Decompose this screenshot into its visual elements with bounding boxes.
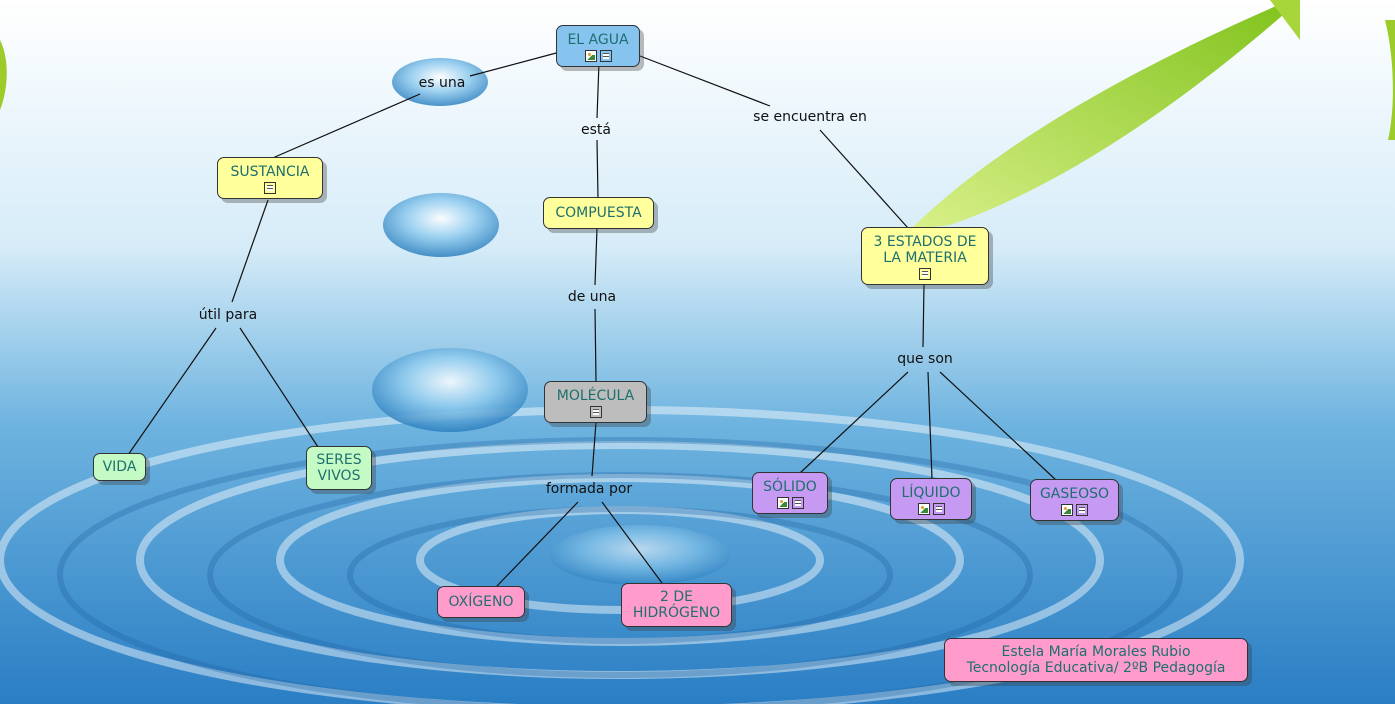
author-course: Tecnología Educativa/ 2ºB Pedagogía: [966, 660, 1226, 676]
note-icon[interactable]: [599, 50, 612, 62]
concept-gaseoso[interactable]: GASEOSO: [1030, 479, 1119, 521]
concept-sustancia[interactable]: SUSTANCIA: [217, 157, 323, 199]
note-icon[interactable]: [932, 503, 945, 515]
concept-label: SERES VIVOS: [316, 452, 362, 484]
link-line: [591, 421, 597, 477]
concept-label: SÓLIDO: [763, 479, 817, 495]
concept-label: COMPUESTA: [555, 205, 642, 221]
note-icon[interactable]: [589, 406, 602, 418]
link-line: [922, 283, 925, 348]
link-line: [267, 93, 421, 161]
image-icon[interactable]: [776, 497, 789, 509]
link-line: [239, 327, 319, 448]
link-label-util-para: útil para: [198, 307, 258, 323]
concept-solido[interactable]: SÓLIDO: [752, 472, 828, 514]
concept-label: SUSTANCIA: [230, 164, 310, 180]
concept-label: LÍQUIDO: [901, 485, 961, 501]
concept-molecula[interactable]: MOLÉCULA: [544, 381, 647, 423]
note-icon[interactable]: [791, 497, 804, 509]
note-icon[interactable]: [919, 268, 931, 280]
link-line: [496, 501, 579, 587]
author-credit-box: Estela María Morales Rubio Tecnología Ed…: [944, 638, 1248, 682]
concept-compuesta[interactable]: COMPUESTA: [543, 197, 654, 229]
link-line: [639, 55, 771, 107]
link-line: [799, 371, 909, 474]
link-line: [927, 371, 933, 480]
link-label-formada-por: formada por: [545, 481, 633, 497]
concept-el-agua[interactable]: EL AGUA: [556, 25, 640, 67]
concept-label: 3 ESTADOS DE LA MATERIA: [873, 234, 977, 266]
link-line: [819, 129, 909, 229]
concept-3-estados[interactable]: 3 ESTADOS DE LA MATERIA: [861, 227, 989, 285]
concept-liquido[interactable]: LÍQUIDO: [890, 478, 972, 520]
link-line: [596, 139, 599, 199]
link-label-de-una: de una: [567, 289, 617, 305]
concept-2-de-hidrogeno[interactable]: 2 DE HIDRÓGENO: [621, 583, 732, 627]
concept-label: VIDA: [102, 459, 137, 475]
author-name: Estela María Morales Rubio: [1001, 644, 1191, 660]
note-icon[interactable]: [1076, 504, 1088, 516]
concept-label: MOLÉCULA: [556, 388, 635, 404]
link-line: [596, 61, 600, 119]
concept-oxigeno[interactable]: OXÍGENO: [437, 586, 525, 618]
link-line: [127, 327, 217, 456]
note-icon[interactable]: [264, 182, 276, 194]
link-line: [601, 501, 663, 584]
concept-seres-vivos[interactable]: SERES VIVOS: [306, 446, 372, 490]
link-line: [469, 51, 561, 77]
concept-label: OXÍGENO: [448, 594, 514, 610]
image-icon[interactable]: [584, 50, 597, 62]
link-line: [231, 199, 269, 303]
image-icon[interactable]: [1061, 504, 1073, 516]
link-label-se-encuentra-en: se encuentra en: [753, 109, 867, 125]
link-label-esta: está: [581, 122, 611, 138]
link-line: [939, 371, 1057, 481]
concept-label: 2 DE HIDRÓGENO: [632, 589, 721, 621]
link-line: [594, 227, 598, 286]
concept-label: GASEOSO: [1039, 486, 1110, 502]
concept-label: EL AGUA: [567, 32, 629, 48]
link-label-es-una: es una: [418, 75, 466, 91]
link-line: [594, 308, 597, 382]
link-label-que-son: que son: [897, 351, 953, 367]
concept-vida[interactable]: VIDA: [93, 453, 146, 481]
image-icon[interactable]: [917, 503, 930, 515]
